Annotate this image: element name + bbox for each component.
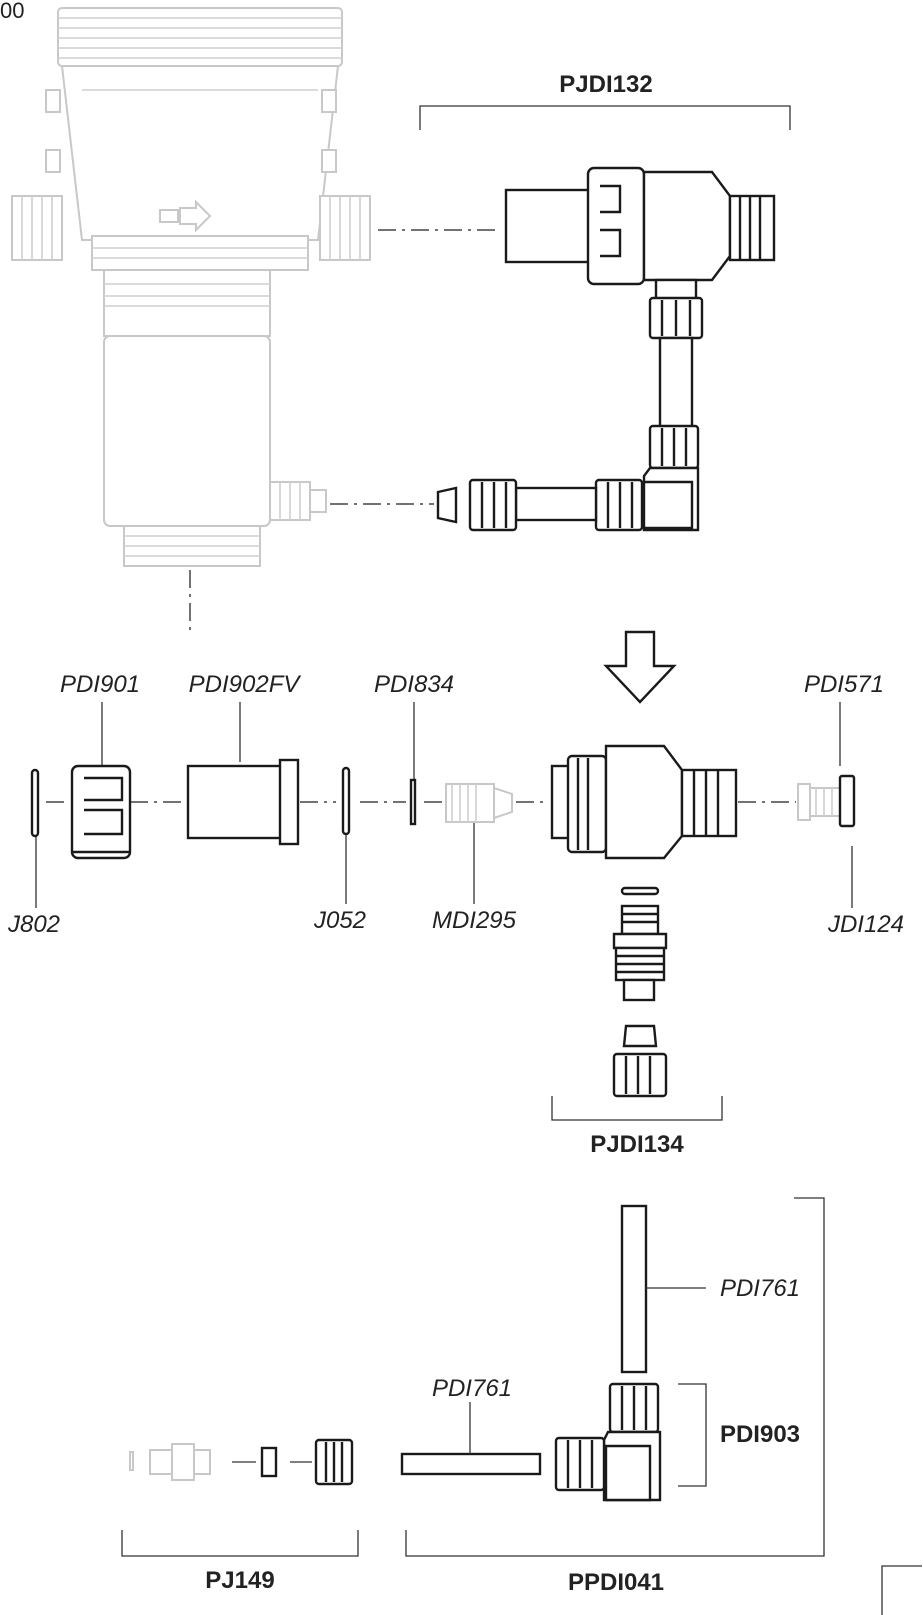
label-pdi571: PDI571 [804, 671, 884, 698]
part-pdi761-vertical-tube [620, 1204, 648, 1374]
label-j052: J052 [313, 907, 366, 934]
corner-fragment [881, 1565, 922, 1615]
part-j802-oring [30, 768, 40, 838]
label-jdi124: JDI124 [827, 911, 904, 938]
label-ppdi041: PPDI041 [568, 1569, 664, 1596]
label-pdi903: PDI903 [720, 1421, 800, 1448]
part-pjdi134-valve-body [550, 744, 738, 1098]
label-pdi902fv: PDI902FV [189, 671, 302, 698]
label-j802: J802 [7, 911, 60, 938]
label-pj149: PJ149 [205, 1567, 274, 1594]
pdi903-bracket [678, 1383, 707, 1487]
part-pdi903-elbow [554, 1382, 662, 1502]
part-mdi295-check-valve [445, 783, 513, 823]
part-pdi834-disc [409, 778, 417, 826]
part-pdi901-nut [70, 764, 132, 860]
part-j052-oring [341, 766, 351, 836]
label-pdi761-vertical: PDI761 [720, 1275, 800, 1302]
down-arrow-icon [603, 630, 677, 704]
main-housing-ghost [11, 7, 371, 567]
label-pjdi132: PJDI132 [559, 71, 652, 98]
part-pdi761-horizontal-tube [400, 1452, 542, 1476]
pj149-bracket [121, 1530, 359, 1557]
ppdi041-bracket [405, 1197, 825, 1557]
label-pjdi134: PJDI134 [590, 1131, 684, 1158]
pjdi134-bracket [551, 1096, 723, 1121]
pjdi132-valve-body [436, 166, 776, 532]
label-pdi834: PDI834 [374, 671, 454, 698]
label-pdi761-horizontal: PDI761 [432, 1375, 512, 1402]
pjdi132-bracket [419, 105, 791, 130]
corner-text: 00 [0, 0, 24, 23]
part-pdi902fv-tailpiece [186, 758, 300, 846]
label-pdi901: PDI901 [60, 671, 140, 698]
part-pj149-kit [129, 1438, 354, 1486]
label-mdi295: MDI295 [432, 907, 517, 934]
part-pdi571-cartridge [797, 774, 856, 828]
